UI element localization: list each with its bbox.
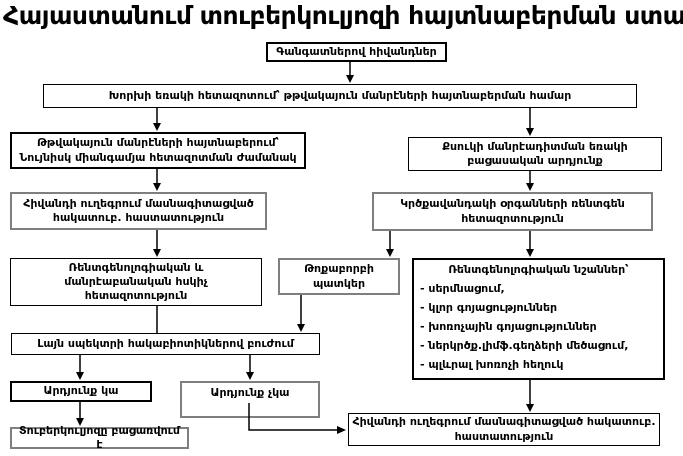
box-tb-excluded: Տուբերկուլյոզը բացառվում է	[10, 424, 189, 451]
arrow-referral-to-control	[153, 230, 161, 257]
box-afb-detection-line1: Թթվակայուն մանրէների հայտնաբերում՝	[37, 136, 279, 150]
box-result-no: Արդյունք չկա	[180, 381, 320, 418]
arrow-signs-to-referral	[526, 380, 534, 412]
xray-sign-item: - պլևրալ խոռոչի հեղուկ	[420, 358, 564, 372]
box-referral-right: Հիվանդի ուղեգրում մասնագիտացված հակատուբ…	[348, 413, 660, 446]
arrow-yes-to-excluded	[76, 402, 84, 426]
xray-sign-item: - խոռոչային գոյացություններ	[420, 320, 597, 334]
diagram-title: Հայաստանում տուբերկուլյոզի հայտնաբերման …	[3, 1, 683, 30]
arrow-antibiotics-to-yes	[76, 355, 84, 380]
box-result-yes: Արդյունք կա	[10, 381, 152, 402]
xray-signs-title: Ռենտգենոլոգիական նշաններ՝	[448, 263, 629, 276]
box-patients: Գանգատներով հիվանդներ	[266, 42, 447, 62]
arrow-xray-to-signs	[526, 231, 534, 257]
arrow-afb-to-referral	[153, 169, 161, 191]
xray-sign-item: - ներկրծք.լիմֆ.գեղձերի մեծացում,	[420, 339, 629, 353]
arrow-patients-to-sputum	[346, 62, 354, 83]
box-afb-detection: Թթվակայուն մանրէների հայտնաբերում՝ Նույն…	[10, 132, 306, 169]
box-control-exam: Ռենտգենոլոգիական և մանրէաբանական հսկիչ հ…	[10, 258, 262, 306]
arrow-smear-to-xray	[526, 171, 534, 191]
box-xray-exam: Կրծքավանդակի օրգանների ռենտգեն հետազոտու…	[372, 192, 653, 231]
box-xray-signs: Ռենտգենոլոգիական նշաններ՝ - սերմնացում, …	[412, 258, 665, 380]
box-sputum-exam: Խորխի եռակի հետազոտում՝ թթվակայուն մանրէ…	[43, 84, 637, 108]
xray-sign-item: - սերմնացում,	[420, 282, 505, 296]
box-afb-detection-line2: Նույնիսկ միանգամյա հետազոտման ժամանակ	[19, 150, 297, 164]
arrow-pneumonia-to-antibiotics	[297, 295, 305, 332]
box-negative-smear: Քսուկի մանրէադիտման եռակի բացասական արդյ…	[408, 137, 662, 171]
arrow-antibiotics-to-no	[246, 355, 254, 380]
arrow-sputum-to-smear	[526, 108, 534, 136]
box-pneumonia: Թոքաբորբի պատկեր	[278, 258, 400, 295]
arrow-xray-to-pneumonia	[386, 231, 394, 257]
xray-sign-item: - կլոր գոյացություններ	[420, 301, 558, 315]
box-referral-left: Հիվանդի ուղեգրում մասնագիտացված հակատուբ…	[10, 192, 267, 230]
arrow-sputum-to-afb	[153, 108, 161, 131]
box-antibiotics: Լայն սպեկտրի հակաբիոտիկներով բուժում	[11, 333, 320, 355]
